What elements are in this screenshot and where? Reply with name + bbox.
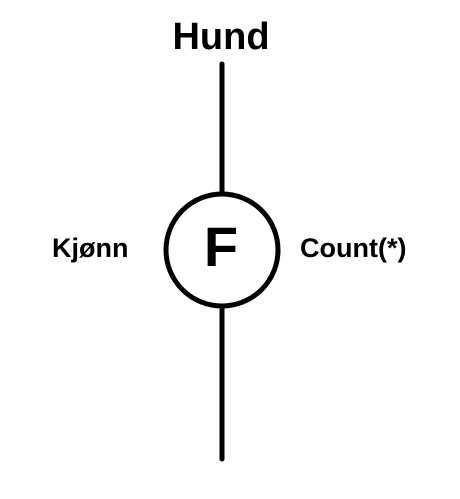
diagram-title: Hund: [172, 16, 270, 58]
aggregate-label: Count(*): [300, 233, 407, 263]
group-by-label: Kjønn: [52, 233, 129, 263]
function-node-label: F: [203, 215, 239, 278]
function-node-circle: [163, 191, 281, 309]
